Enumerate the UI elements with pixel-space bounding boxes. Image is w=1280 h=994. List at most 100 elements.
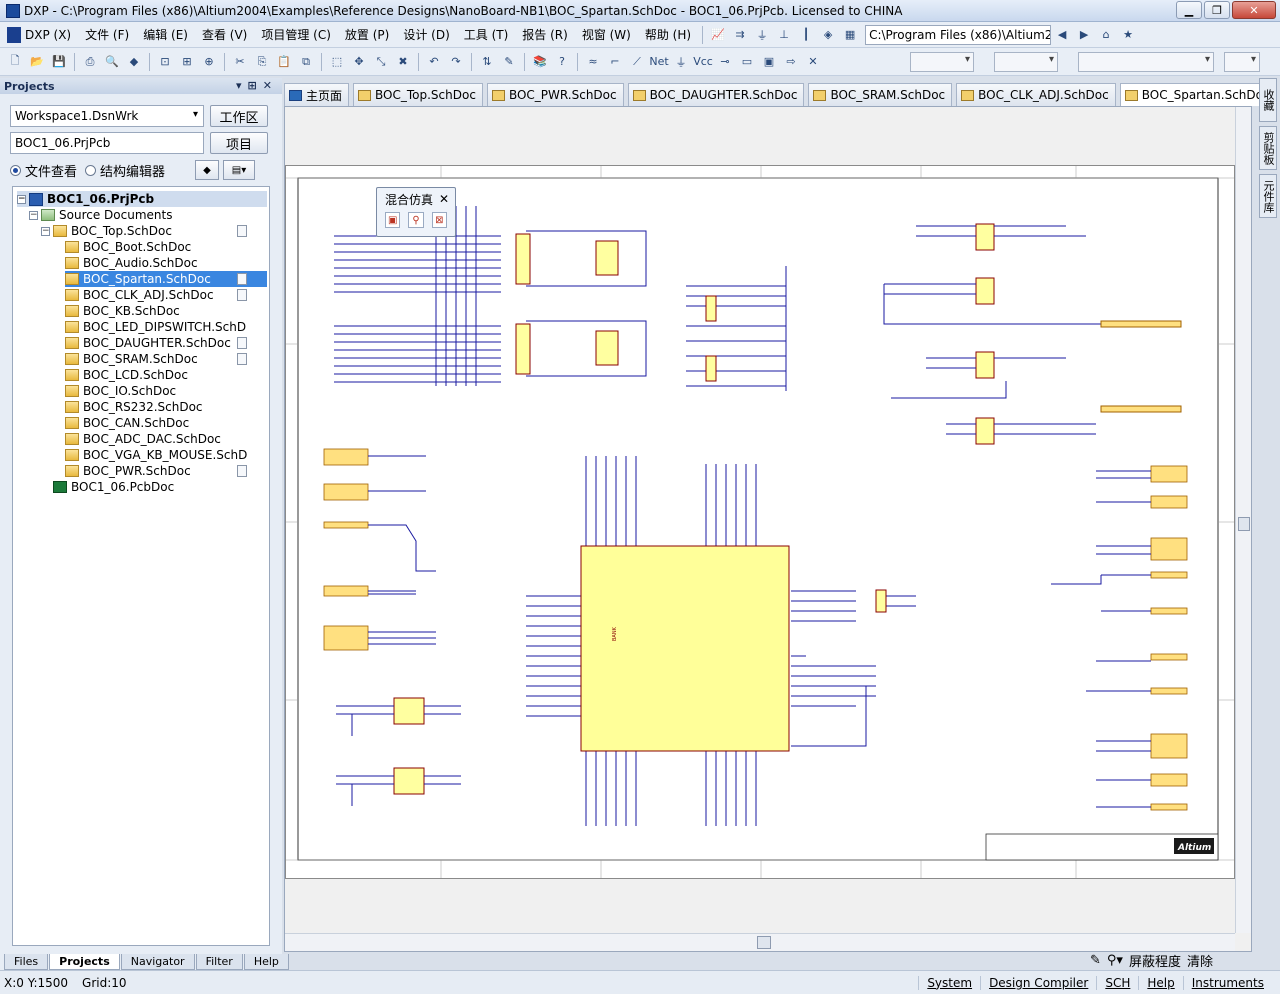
no-erc-icon[interactable]: ✕ [808,55,818,68]
restore-button[interactable]: ❐ [1204,1,1230,19]
tab-libraries[interactable]: 元件库 [1259,174,1277,218]
status-tab-help[interactable]: Help [1138,975,1182,990]
collapse-icon[interactable]: − [29,209,38,220]
back-icon[interactable]: ◀ [1057,28,1067,41]
tab-files[interactable]: Files [4,954,49,970]
close-button[interactable]: ✕ [1232,1,1276,19]
wire-chart-icon[interactable]: 📈 [711,28,725,41]
tree-root-project[interactable]: − BOC1_06.PrjPcb [17,191,267,207]
filter-combo-4[interactable] [1224,51,1260,72]
schematic-sheet[interactable]: BANK Altium [285,165,1235,879]
mixed-sim-toolbar[interactable]: 混合仿真✕ ▣ ⚲ ⊠ [376,187,456,237]
place-part-icon[interactable]: ⊸ [720,55,730,68]
workspace-button[interactable]: 工作区 [210,105,268,127]
eraser-icon[interactable]: ✎ [1090,952,1101,968]
ground-icon[interactable]: ⏚ [756,28,768,42]
vertical-scrollbar[interactable] [1235,107,1251,933]
doc-tab-sram[interactable]: BOC_SRAM.SchDoc [808,83,953,106]
move-icon[interactable]: ✥ [354,55,364,68]
gnd-port-icon[interactable]: ⏚ [675,55,687,69]
place-bus-icon[interactable]: ⌐ [610,55,620,68]
project-field[interactable]: BOC1_06.PrjPcb [10,132,204,154]
clear-filter-icon[interactable]: ✖ [398,55,408,68]
tree-item-doc[interactable]: BOC_VGA_KB_MOUSE.SchD [65,447,267,463]
filter-combo-2[interactable] [994,51,1058,72]
tree-source-documents[interactable]: − Source Documents [29,208,173,222]
net-label-icon[interactable]: Net [649,55,669,68]
browse-library-icon[interactable]: 📚 [533,55,547,68]
sheet-entry-icon[interactable]: ▣ [763,55,775,68]
place-wire-icon[interactable]: ≈ [588,55,598,68]
print-preview-icon[interactable]: 🔍 [105,55,119,68]
status-tab-design-compiler[interactable]: Design Compiler [980,975,1096,990]
new-icon[interactable]: 🗋 [10,54,20,67]
close-icon[interactable]: ✕ [438,192,449,206]
cut-icon[interactable]: ✂ [235,55,245,68]
home-icon[interactable]: ⌂ [1102,28,1110,41]
probe-icon[interactable]: ⚲ [408,212,424,228]
tree-item-doc[interactable]: BOC_IO.SchDoc [65,383,267,399]
vcc-port-icon[interactable]: Vcc [693,55,713,68]
collapse-icon[interactable]: − [41,225,50,236]
doc-tab-top[interactable]: BOC_Top.SchDoc [353,83,483,106]
tab-favorites[interactable]: 收藏 [1259,78,1277,122]
tree-item-doc[interactable]: BOC_CAN.SchDoc [65,415,267,431]
doc-tab-pwr[interactable]: BOC_PWR.SchDoc [486,83,624,106]
status-tab-instruments[interactable]: Instruments [1182,975,1272,990]
horizontal-scrollbar[interactable] [285,933,1235,951]
menu-help[interactable]: 帮助 (H) [644,28,692,42]
tree-item-doc[interactable]: BOC_Boot.SchDoc [65,239,267,255]
doc-tab-daughter[interactable]: BOC_DAUGHTER.SchDoc [627,83,805,106]
tab-help[interactable]: Help [243,954,289,970]
workspace-combo[interactable]: Workspace1.DsnWrk [10,105,204,127]
probe-icon[interactable]: ┃ [802,28,810,41]
print-icon[interactable]: ⎙ [85,54,95,68]
run-sim-icon[interactable]: ⊠ [431,212,447,228]
status-tab-sch[interactable]: SCH [1096,975,1138,990]
redo-icon[interactable]: ↷ [451,55,461,68]
menu-window[interactable]: 视窗 (W) [581,28,631,42]
tree-item-doc[interactable]: BOC_RS232.SchDoc [65,399,267,415]
tab-projects[interactable]: Projects [49,954,120,970]
mask-level-button[interactable]: 屏蔽程度 [1128,954,1181,970]
tree-item-doc[interactable]: BOC_Audio.SchDoc [65,255,267,271]
menu-place[interactable]: 放置 (P) [344,28,390,42]
place-port-icon[interactable]: ⇨ [786,55,796,68]
doc-tab-clk-adj[interactable]: BOC_CLK_ADJ.SchDoc [956,83,1116,106]
tree-item-doc[interactable]: BOC_PWR.SchDoc [65,463,267,479]
tree-item-pcb[interactable]: BOC1_06.PcbDoc [53,479,267,495]
undo-icon[interactable]: ↶ [429,55,439,68]
zoom-fit-icon[interactable]: ⊡ [160,55,170,68]
tree-item-doc[interactable]: BOC_DAUGHTER.SchDoc [65,335,267,351]
menu-reports[interactable]: 报告 (R) [522,28,568,42]
menu-file[interactable]: 文件 (F) [85,28,130,42]
panel-menu-icon[interactable]: ▤▾ [223,160,256,180]
tree-item-top[interactable]: − BOC_Top.SchDoc [41,223,267,239]
zoom-area-icon[interactable]: ⊞ [182,55,192,68]
power-icon[interactable]: ⊥ [779,28,789,41]
schematic-editor[interactable]: BANK Altium [284,106,1252,952]
filter-icon[interactable]: ⚲▾ [1106,952,1123,968]
hierarchy-icon[interactable]: ⇅ [482,55,492,68]
copy-icon[interactable]: ⎘ [257,54,267,68]
menu-project[interactable]: 项目管理 (C) [261,28,331,42]
radio-structure-editor[interactable] [85,164,97,176]
deselect-icon[interactable]: ⤡ [376,54,386,68]
favorite-icon[interactable]: ★ [1123,28,1133,41]
filter-combo-3[interactable] [1078,51,1214,72]
tab-clipboard[interactable]: 剪贴板 [1259,126,1277,170]
tree-item-doc[interactable]: BOC_CLK_ADJ.SchDoc [65,287,267,303]
horizontal-scroll-thumb[interactable] [757,936,771,949]
menu-view[interactable]: 查看 (V) [201,28,248,42]
tree-item-doc[interactable]: BOC_LED_DIPSWITCH.SchD [65,319,267,335]
sheet-symbol-icon[interactable]: ▭ [741,55,753,68]
collapse-icon[interactable]: − [17,193,26,204]
tree-item-doc-selected[interactable]: BOC_Spartan.SchDoc [65,271,267,287]
tab-filter[interactable]: Filter [195,954,243,970]
clear-button[interactable]: 清除 [1186,954,1213,970]
panel-controls-icon[interactable]: ▾⊞✕ [236,79,278,92]
doc-tab-spartan[interactable]: BOC_Spartan.SchDoc [1119,83,1277,106]
tree-item-doc[interactable]: BOC_LCD.SchDoc [65,367,267,383]
menu-edit[interactable]: 编辑 (E) [143,28,188,42]
sim-setup-icon[interactable]: ▣ [385,212,401,228]
